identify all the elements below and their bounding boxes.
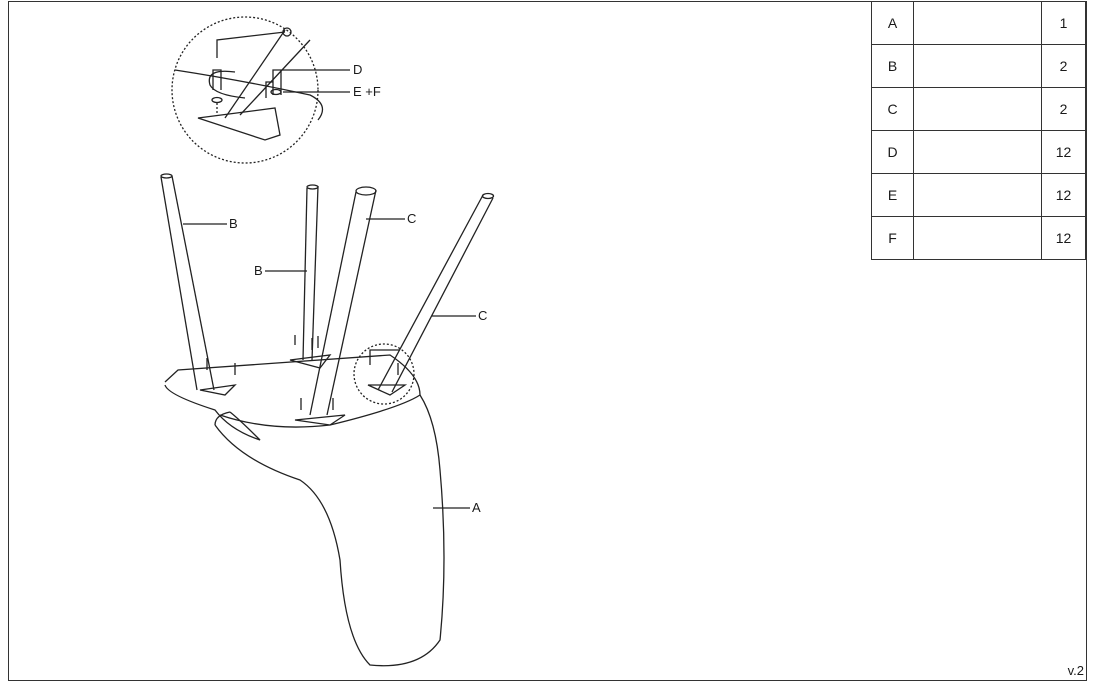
table-row: E 12 (871, 173, 1086, 217)
callout-leg-c2: C (478, 308, 488, 323)
leader-lines (183, 218, 476, 509)
callout-leg-c1: C (407, 211, 417, 226)
part-letter: B (871, 44, 914, 88)
part-image (913, 44, 1042, 88)
part-letter: E (871, 173, 914, 217)
callout-leg-b1: B (229, 216, 238, 231)
part-image (913, 1, 1042, 45)
part-qty: 12 (1041, 130, 1086, 174)
part-image (913, 130, 1042, 174)
callout-leg-b2: B (254, 263, 263, 278)
detail-magnifier (171, 16, 350, 164)
seat-shell-A (164, 354, 445, 667)
part-letter: F (871, 216, 914, 260)
part-qty: 12 (1041, 216, 1086, 260)
callout-d: D (353, 62, 363, 77)
part-qty: 12 (1041, 173, 1086, 217)
part-image (913, 216, 1042, 260)
callout-e-f: E +F (353, 84, 381, 99)
diagram-frame (8, 1, 1087, 681)
part-letter: A (871, 1, 914, 45)
part-qty: 2 (1041, 87, 1086, 131)
part-letter: D (871, 130, 914, 174)
legs (160, 173, 495, 426)
part-qty: 1 (1041, 1, 1086, 45)
part-image (913, 173, 1042, 217)
version-label: v.2 (1067, 663, 1084, 678)
table-row: F 12 (871, 216, 1086, 260)
callout-seat-a: A (472, 500, 481, 515)
part-letter: C (871, 87, 914, 131)
part-image (913, 87, 1042, 131)
part-qty: 2 (1041, 44, 1086, 88)
table-row: D 12 (871, 130, 1086, 174)
